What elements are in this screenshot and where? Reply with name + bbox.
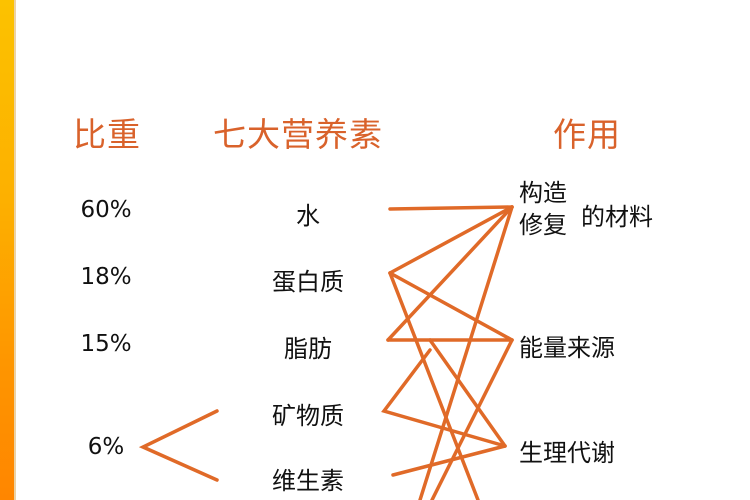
- line-structure-down: [418, 205, 514, 500]
- sidebar-edge: [14, 0, 16, 500]
- bracket-6-percent: [138, 409, 219, 482]
- function-energy-source: 能量来源: [519, 334, 615, 362]
- nutrient-minerals: 矿物质: [272, 402, 344, 430]
- nutrient-water: 水: [296, 202, 320, 230]
- ratio-minerals-vitamins: 6%: [87, 434, 125, 460]
- header-nutrients: 七大营养素: [213, 115, 383, 154]
- header-ratio: 比重: [73, 115, 141, 154]
- ratio-fat: 15%: [80, 331, 132, 357]
- nutrient-fat: 脂肪: [284, 335, 332, 363]
- line-minerals: [381, 348, 507, 448]
- header-function: 作用: [553, 115, 621, 154]
- function-metabolism: 生理代谢: [519, 439, 615, 467]
- function-build-repair-stack: 构造 修复: [519, 177, 567, 241]
- line-protein-structure: [388, 205, 514, 275]
- line-energy-minerals-up: [430, 338, 514, 500]
- line-water-structure: [388, 205, 514, 211]
- nutrient-protein: 蛋白质: [272, 268, 344, 296]
- nutrient-vitamins: 维生素: [272, 467, 344, 495]
- line-vitamins-metabolism: [391, 444, 507, 477]
- function-repair: 修复: [519, 211, 567, 239]
- function-material-suffix: 的材料: [581, 203, 653, 231]
- orange-gradient-sidebar: [0, 0, 14, 500]
- ratio-protein: 18%: [80, 264, 132, 290]
- line-protein-metabolism: [428, 338, 507, 448]
- ratio-water: 60%: [80, 197, 132, 223]
- line-fat-structure: [386, 205, 514, 342]
- function-build: 构造: [519, 179, 567, 207]
- line-protein-energy: [388, 271, 514, 342]
- line-protein-down: [388, 271, 480, 500]
